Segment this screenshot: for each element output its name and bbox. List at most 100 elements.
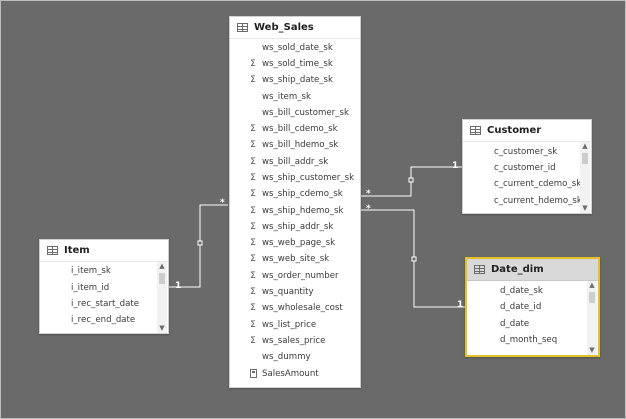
field-name: ws_bill_addr_sk: [262, 157, 329, 167]
scroll-down-icon[interactable]: ▼: [159, 324, 165, 332]
field-name: ws_ship_addr_sk: [262, 222, 334, 232]
table-header[interactable]: Web_Sales: [230, 17, 360, 39]
vertical-scrollbar[interactable]: ▲ ▼: [580, 142, 590, 213]
field-name: ws_list_price: [262, 320, 317, 330]
field-name: ws_wholesale_cost: [262, 303, 343, 313]
calculator-icon: [250, 369, 257, 378]
table-title: Item: [64, 245, 90, 256]
relationship-line-item-websales: [169, 204, 228, 288]
field-name: ws_dummy: [262, 352, 311, 362]
cardinality-one-label: 1: [452, 161, 459, 171]
sigma-icon: Σ: [250, 238, 256, 248]
relationship-marker-customer: [408, 177, 414, 183]
field-name: ws_web_site_sk: [262, 254, 330, 264]
vertical-scrollbar[interactable]: ▲ ▼: [587, 281, 597, 355]
scroll-up-icon[interactable]: ▲: [589, 281, 595, 289]
field-row[interactable]: c_current_cdemo_sk: [463, 176, 582, 192]
field-name: c_customer_id: [494, 163, 556, 173]
field-name: d_month_seq: [500, 335, 558, 345]
field-name: d_date_sk: [500, 286, 543, 296]
field-name: ws_bill_customer_sk: [262, 108, 349, 118]
field-name: c_current_cdemo_sk: [494, 179, 582, 189]
relationship-marker-datedim: [411, 256, 417, 262]
field-name: ws_bill_cdemo_sk: [262, 124, 338, 134]
field-row[interactable]: ws_sold_date_sk: [230, 40, 360, 56]
table-icon: [470, 126, 481, 135]
sigma-icon: Σ: [250, 75, 256, 85]
field-row[interactable]: d_date_sk: [467, 283, 585, 299]
table-icon: [237, 23, 248, 32]
field-row[interactable]: c_current_hdemo_sk: [463, 193, 582, 209]
table-header[interactable]: Item: [40, 240, 168, 262]
sigma-icon: Σ: [250, 206, 256, 216]
scroll-thumb[interactable]: [582, 153, 588, 164]
field-row[interactable]: i_item_id: [40, 280, 155, 296]
field-row[interactable]: ws_item_sk: [230, 89, 360, 105]
sigma-icon: Σ: [250, 59, 256, 69]
field-name: ws_order_number: [262, 271, 339, 281]
table-title: Date_dim: [491, 264, 544, 275]
field-name: i_item_sk: [71, 266, 111, 276]
cardinality-many-label: *: [220, 198, 225, 208]
field-row[interactable]: i_rec_end_date: [40, 312, 155, 328]
field-row[interactable]: i_item_sk: [40, 263, 155, 279]
field-row[interactable]: c_customer_sk: [463, 144, 578, 160]
cardinality-one-label: 1: [175, 281, 182, 291]
field-name: ws_bill_hdemo_sk: [262, 140, 339, 150]
field-name: SalesAmount: [262, 369, 319, 379]
cardinality-many-label: *: [366, 204, 371, 214]
vertical-scrollbar[interactable]: ▲ ▼: [157, 262, 167, 333]
table-icon: [474, 265, 485, 274]
sigma-icon: Σ: [250, 287, 256, 297]
field-row[interactable]: c_customer_id: [463, 160, 578, 176]
field-name: ws_ship_customer_sk: [262, 173, 355, 183]
field-row[interactable]: i_rec_start_date: [40, 296, 155, 312]
sigma-icon: Σ: [250, 157, 256, 167]
scroll-thumb[interactable]: [589, 292, 595, 303]
table-header[interactable]: Date_dim: [467, 259, 598, 281]
table-title: Web_Sales: [254, 22, 314, 33]
scroll-up-icon[interactable]: ▲: [582, 142, 588, 150]
field-name: ws_item_sk: [262, 92, 311, 102]
table-card-item[interactable]: Item i_item_sk i_item_id i_rec_start_dat…: [39, 239, 169, 334]
field-name: ws_ship_date_sk: [262, 75, 333, 85]
sigma-icon: Σ: [250, 303, 256, 313]
field-row[interactable]: d_date_id: [467, 299, 585, 315]
scroll-up-icon[interactable]: ▲: [159, 262, 165, 270]
table-card-customer[interactable]: Customer c_customer_sk c_customer_id c_c…: [462, 119, 592, 214]
scroll-down-icon[interactable]: ▼: [582, 204, 588, 212]
field-name: i_rec_end_date: [71, 315, 136, 325]
field-row[interactable]: SalesAmount: [230, 366, 360, 382]
field-row[interactable]: ws_bill_customer_sk: [230, 105, 360, 121]
table-card-date-dim[interactable]: Date_dim d_date_sk d_date_id d_date d_mo…: [465, 257, 600, 357]
field-row[interactable]: d_month_seq: [467, 332, 585, 348]
field-name: d_date_id: [500, 302, 542, 312]
table-header[interactable]: Customer: [463, 120, 591, 142]
field-name: ws_ship_hdemo_sk: [262, 206, 344, 216]
scroll-thumb[interactable]: [159, 273, 165, 284]
field-row[interactable]: d_date: [467, 316, 585, 332]
field-name: ws_sales_price: [262, 336, 326, 346]
field-row[interactable]: ws_dummy: [230, 349, 360, 365]
scroll-down-icon[interactable]: ▼: [589, 346, 595, 354]
field-name: ws_quantity: [262, 287, 314, 297]
field-name: c_customer_sk: [494, 147, 558, 157]
